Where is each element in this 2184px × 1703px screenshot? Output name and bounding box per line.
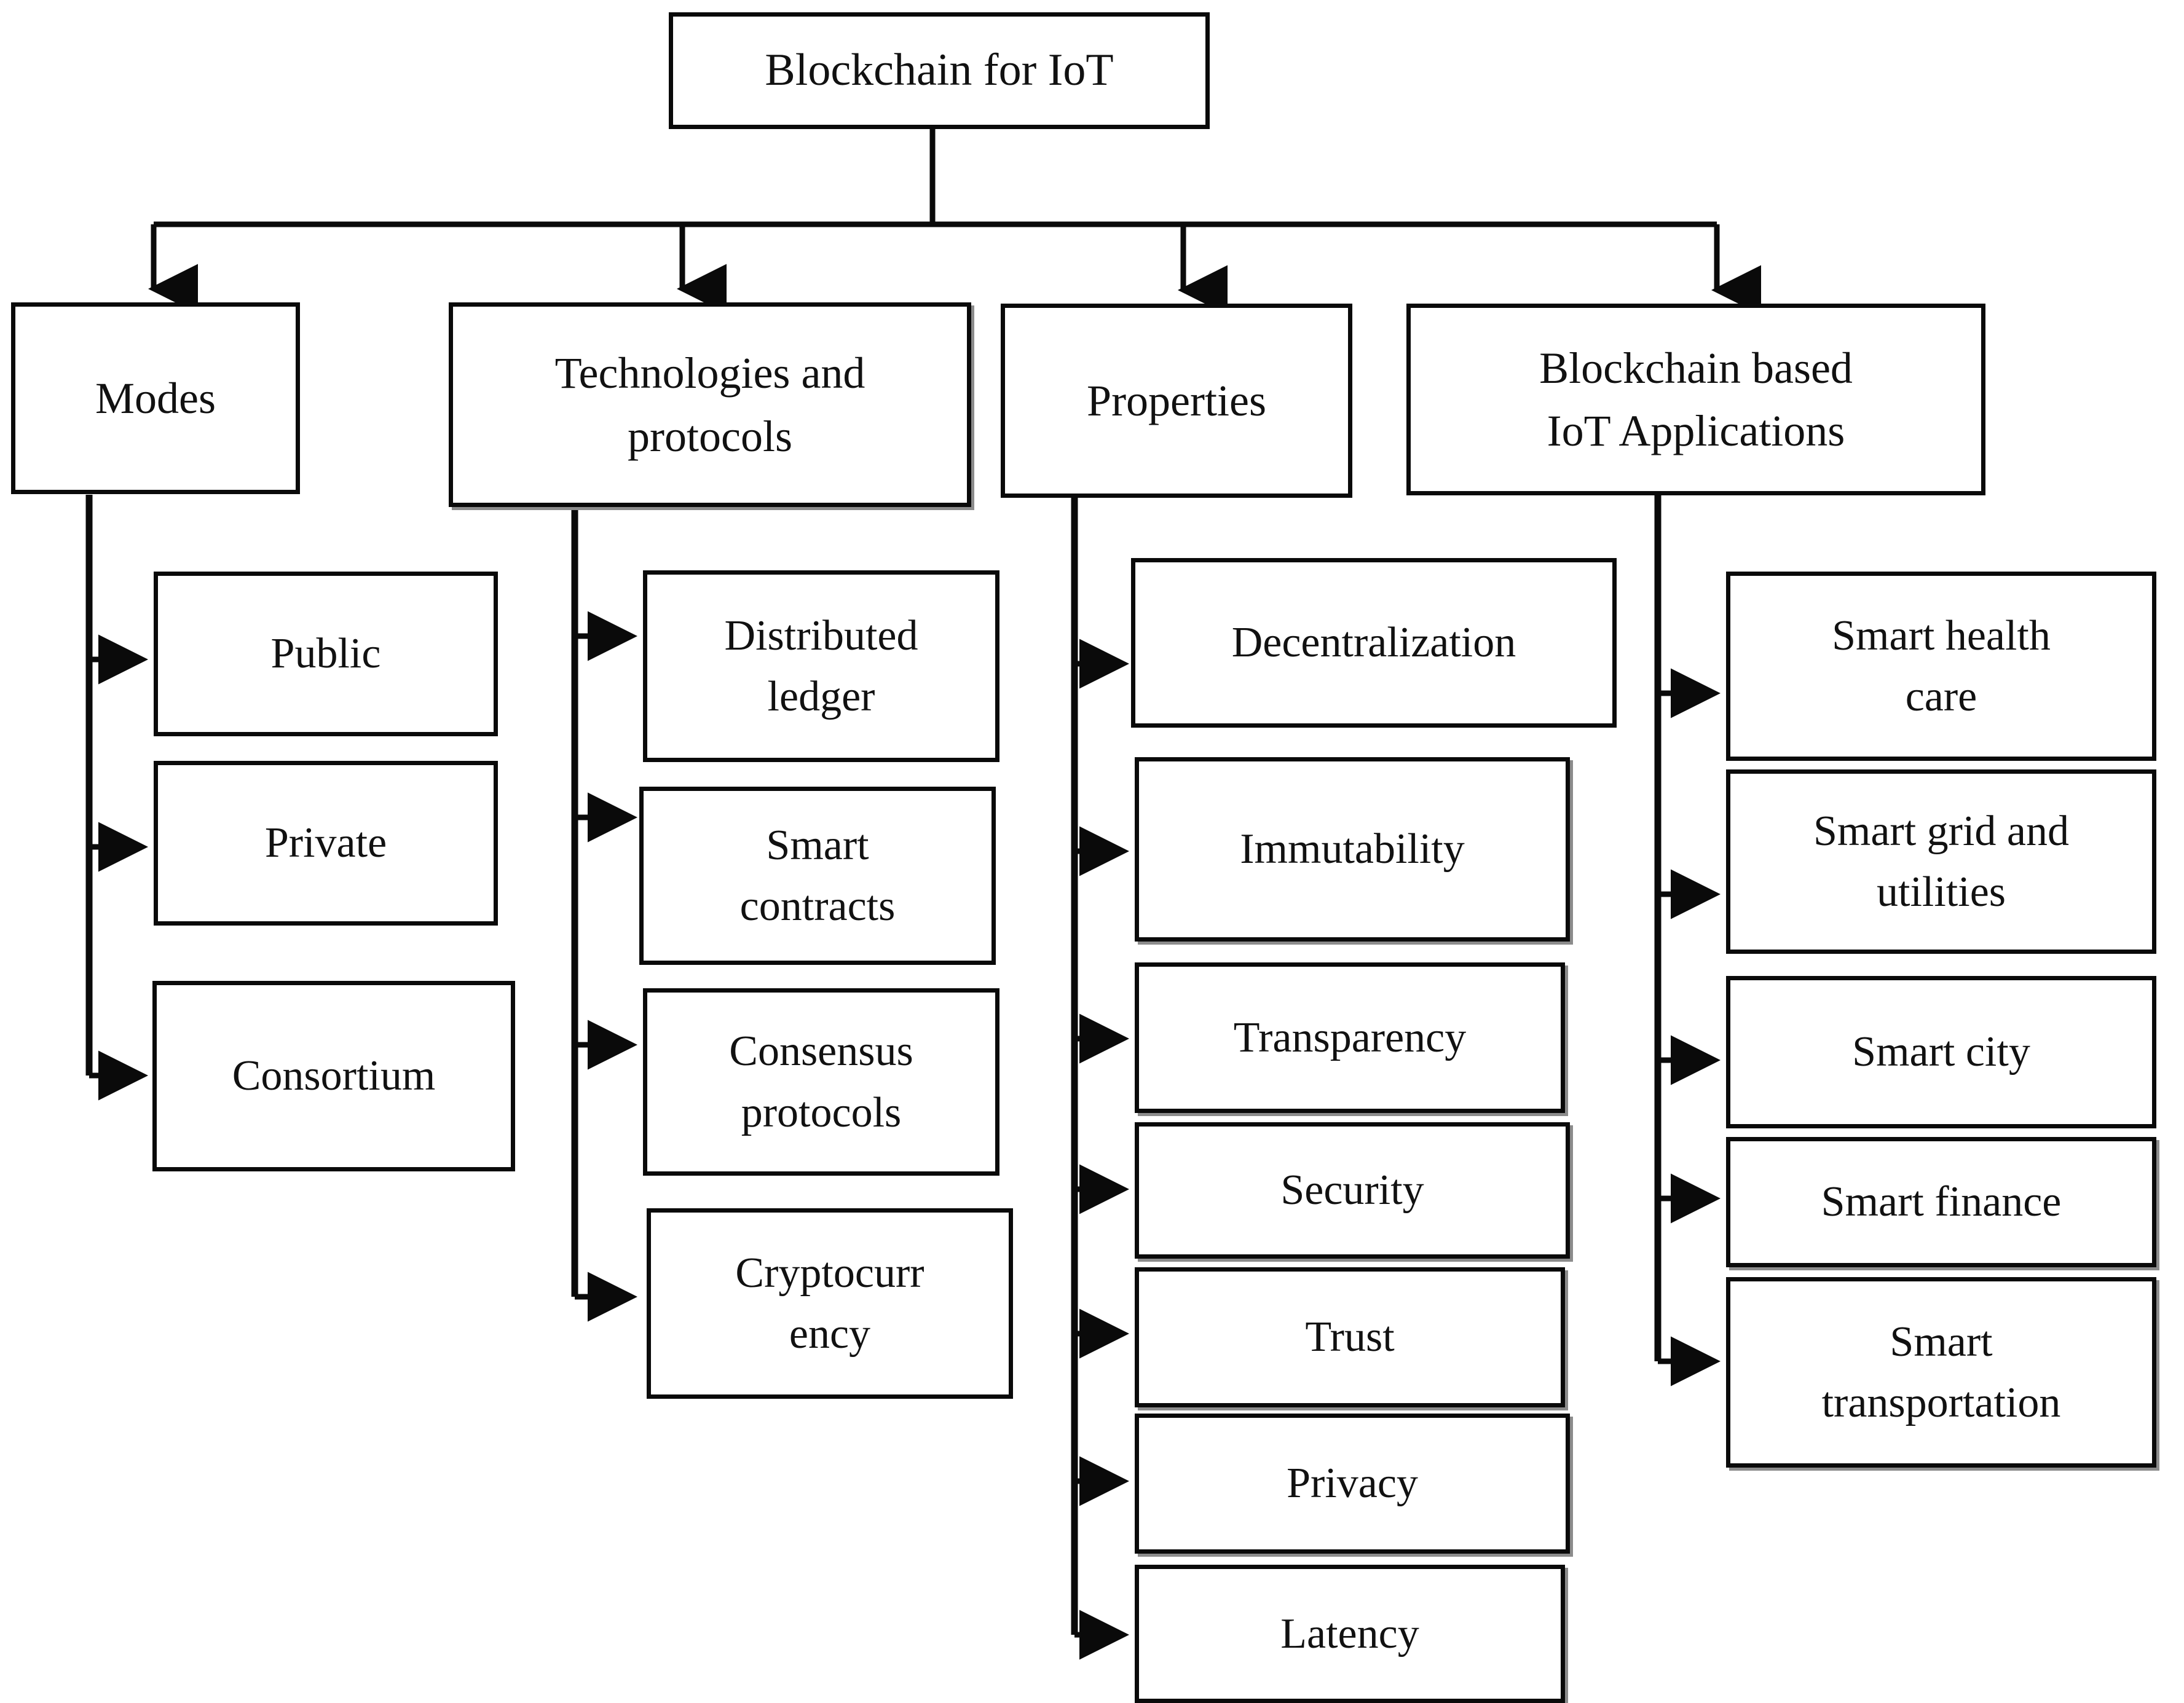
node-decentralization-label: Decentralization bbox=[1231, 619, 1516, 667]
node-public-label: Public bbox=[270, 630, 381, 678]
node-latency-label: Latency bbox=[1280, 1610, 1419, 1658]
technologies-child-arrows bbox=[575, 611, 637, 1322]
node-cryptocurrency-label: Cryptocurr ency bbox=[735, 1249, 924, 1358]
node-transparency-label: Transparency bbox=[1233, 1013, 1467, 1061]
node-private-label: Private bbox=[264, 819, 387, 867]
node-modes[interactable]: Modes bbox=[11, 302, 300, 494]
node-root-label: Blockchain for IoT bbox=[765, 45, 1114, 96]
node-transparency[interactable]: Transparency bbox=[1135, 962, 1565, 1113]
node-privacy[interactable]: Privacy bbox=[1135, 1414, 1570, 1554]
node-consortium[interactable]: Consortium bbox=[152, 981, 515, 1171]
node-security[interactable]: Security bbox=[1135, 1122, 1570, 1259]
node-applications[interactable]: Blockchain based IoT Applications bbox=[1406, 304, 1985, 495]
properties-child-arrows bbox=[1074, 639, 1129, 1660]
node-applications-label: Blockchain based IoT Applications bbox=[1539, 343, 1853, 455]
node-smart-grid-and-utilities-label: Smart grid and utilities bbox=[1813, 807, 2070, 916]
node-smart-city-label: Smart city bbox=[1852, 1028, 2030, 1076]
applications-child-arrows bbox=[1658, 668, 1721, 1386]
modes-child-arrows bbox=[89, 634, 148, 1101]
node-smart-transportation-label: Smart transportation bbox=[1821, 1318, 2061, 1426]
node-distributed-ledger-label: Distributed ledger bbox=[724, 612, 918, 720]
node-distributed-ledger[interactable]: Distributed ledger bbox=[643, 570, 999, 762]
node-technologies-label: Technologies and protocols bbox=[554, 348, 865, 461]
node-decentralization[interactable]: Decentralization bbox=[1131, 558, 1617, 728]
node-privacy-label: Privacy bbox=[1287, 1460, 1418, 1508]
bus-to-branch-arrows bbox=[148, 224, 1761, 315]
root-to-bus-connector bbox=[154, 127, 1717, 227]
node-root[interactable]: Blockchain for IoT bbox=[669, 12, 1210, 129]
node-modes-label: Modes bbox=[95, 373, 216, 423]
node-security-label: Security bbox=[1280, 1166, 1424, 1214]
node-technologies[interactable]: Technologies and protocols bbox=[449, 302, 971, 507]
node-smart-finance[interactable]: Smart finance bbox=[1726, 1137, 2156, 1267]
node-trust-label: Trust bbox=[1305, 1313, 1395, 1361]
node-immutability[interactable]: Immutability bbox=[1135, 757, 1570, 942]
node-public[interactable]: Public bbox=[154, 572, 498, 736]
node-consensus-protocols[interactable]: Consensus protocols bbox=[643, 988, 999, 1176]
node-latency[interactable]: Latency bbox=[1135, 1565, 1565, 1703]
node-immutability-label: Immutability bbox=[1240, 825, 1465, 873]
node-properties-label: Properties bbox=[1087, 376, 1266, 425]
node-cryptocurrency[interactable]: Cryptocurr ency bbox=[647, 1208, 1013, 1399]
node-smart-contracts-label: Smart contracts bbox=[739, 821, 896, 930]
node-properties[interactable]: Properties bbox=[1001, 304, 1352, 498]
node-smart-health-care[interactable]: Smart health care bbox=[1726, 572, 2156, 761]
node-consortium-label: Consortium bbox=[232, 1052, 436, 1100]
node-smart-grid-and-utilities[interactable]: Smart grid and utilities bbox=[1726, 769, 2156, 954]
node-smart-health-care-label: Smart health care bbox=[1832, 612, 2051, 720]
node-smart-transportation[interactable]: Smart transportation bbox=[1726, 1277, 2156, 1468]
node-private[interactable]: Private bbox=[154, 761, 498, 926]
node-consensus-protocols-label: Consensus protocols bbox=[729, 1028, 913, 1136]
node-smart-city[interactable]: Smart city bbox=[1726, 976, 2156, 1128]
node-smart-contracts[interactable]: Smart contracts bbox=[639, 787, 996, 965]
node-trust[interactable]: Trust bbox=[1135, 1267, 1565, 1407]
node-smart-finance-label: Smart finance bbox=[1821, 1178, 2062, 1226]
